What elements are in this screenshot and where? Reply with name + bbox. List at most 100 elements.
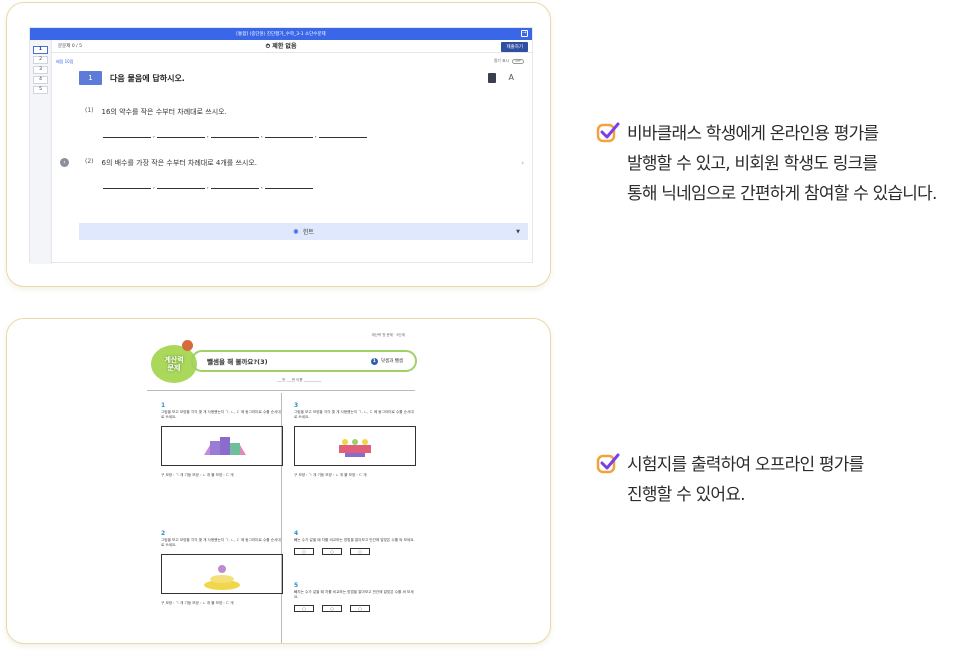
hint-bar[interactable]: ✺ 힌트 ▼ bbox=[79, 223, 528, 240]
figure-box bbox=[161, 426, 283, 466]
worksheet-question-1: 1 그림을 보고 모양을 각각 몇 개 사용했는지 ㄱ, ㄴ, ㄷ 에 동그라미… bbox=[161, 403, 283, 478]
answer-text: 구 모양 : ㄱ 개 기둥 모양 : ㄴ 개 뿔 모양 : ㄷ 개 bbox=[161, 473, 234, 477]
chevron-down-icon: ▼ bbox=[516, 228, 520, 235]
sub-question-1: (1) 16의 약수를 작은 수부터 차례대로 쓰시오. bbox=[85, 107, 227, 117]
answer-blank[interactable] bbox=[318, 132, 367, 138]
question-number: 3 bbox=[294, 402, 299, 409]
worksheet-title: 뺄셈을 해 볼까요?(3) bbox=[207, 358, 268, 366]
checkmark-icon bbox=[596, 453, 620, 474]
worksheet-question-5: 5 빼지는 수가 같을 때 차를 비교하는 방법을 알아보고 빈칸에 알맞은 수… bbox=[294, 583, 416, 612]
lightbulb-icon: ✺ bbox=[293, 227, 299, 236]
question-body: 배점 10점 필기 표시 OFF 1 다음 물음에 답하시오. A (1) 16… bbox=[52, 53, 532, 262]
badge-line-1: 계산력 bbox=[164, 356, 184, 364]
note-toggle[interactable]: OFF bbox=[512, 58, 524, 64]
badge-line-2: 문제 bbox=[167, 364, 181, 372]
answer-blank[interactable] bbox=[264, 183, 313, 189]
answer-box-row: ○ ○ ○ bbox=[294, 548, 416, 555]
worksheet-page: 계산력 첫 문제 · 5단계 계산력 문제 뺄셈을 해 볼까요?(3) 1 덧셈… bbox=[147, 333, 417, 643]
question-title: 다음 물음에 답하시오. bbox=[110, 73, 185, 83]
exit-icon[interactable]: → bbox=[521, 30, 528, 37]
question-nav-item[interactable]: 2 bbox=[33, 56, 48, 64]
question-text: 그림을 보고 모양을 각각 몇 개 사용했는지 ㄱ, ㄴ, ㄷ 에 동그라미로 … bbox=[161, 538, 281, 547]
question-nav-item[interactable]: 4 bbox=[33, 76, 48, 84]
divider bbox=[281, 393, 282, 643]
question-number: 5 bbox=[294, 582, 299, 589]
answer-blank[interactable] bbox=[156, 132, 205, 138]
printed-worksheet-card: 계산력 첫 문제 · 5단계 계산력 문제 뺄셈을 해 볼까요?(3) 1 덧셈… bbox=[6, 318, 551, 644]
worksheet-top-note: 계산력 첫 문제 · 5단계 bbox=[371, 333, 405, 337]
score-tag: 배점 10점 bbox=[56, 59, 74, 64]
feature-line: 시험지를 출력하여 오프라인 평가를 bbox=[627, 455, 864, 475]
online-test-window: [통합] (중단원) 진단평가_수학_3-1 소단수문제 → 문문제 0 / 5… bbox=[29, 27, 533, 264]
hint-label: 힌트 bbox=[302, 229, 314, 236]
answer-box: ○ bbox=[322, 605, 342, 612]
question-text: 그림을 보고 모양을 각각 몇 개 사용했는지 ㄱ, ㄴ, ㄷ 에 동그라미로 … bbox=[161, 410, 281, 419]
worksheet-unit: 1 덧셈과 뺄셈 bbox=[370, 357, 403, 365]
feature-line: 진행할 수 있어요. bbox=[627, 485, 746, 505]
question-count: 문문제 0 / 5 bbox=[58, 44, 82, 49]
answer-blanks-2: , , , bbox=[103, 183, 313, 190]
blocks-figure bbox=[204, 437, 246, 455]
question-number: 4 bbox=[294, 530, 299, 537]
timer-text: 제한 없음 bbox=[272, 43, 297, 50]
toggle-label: 필기 표시 bbox=[493, 58, 509, 63]
question-number: 2 bbox=[161, 530, 166, 537]
answer-box: ○ bbox=[294, 548, 314, 555]
name-line: ___반 ___번 이름 __________ bbox=[277, 378, 322, 382]
answer-blank[interactable] bbox=[103, 183, 151, 189]
answer-box-row: ○ ○ ○ bbox=[294, 605, 416, 612]
answer-box: ○ bbox=[294, 605, 314, 612]
question-heading: 1 다음 물음에 답하시오. bbox=[79, 71, 185, 85]
figure-box bbox=[294, 426, 416, 466]
answer-blank[interactable] bbox=[156, 183, 205, 189]
prev-arrow-icon[interactable]: ‹ bbox=[60, 158, 69, 167]
feature-text: 시험지를 출력하여 오프라인 평가를 진행할 수 있어요. bbox=[627, 450, 967, 510]
answer-text: 구 모양 : ㄱ 개 기둥 모양 : ㄴ 개 뿔 모양 : ㄷ 개 bbox=[161, 601, 234, 605]
pen-icon[interactable] bbox=[488, 73, 496, 83]
question-nav-item[interactable]: 3 bbox=[33, 66, 48, 74]
answer-blanks-1: , , , , bbox=[103, 132, 367, 139]
unit-label: 덧셈과 뺄셈 bbox=[380, 359, 403, 364]
answer-blank[interactable] bbox=[210, 132, 259, 138]
online-test-preview-card: [통합] (중단원) 진단평가_수학_3-1 소단수문제 → 문문제 0 / 5… bbox=[6, 2, 551, 287]
answer-box: ○ bbox=[350, 548, 370, 555]
unit-number: 1 bbox=[370, 357, 378, 365]
figure-box bbox=[161, 554, 283, 594]
sub-question-number: (2) bbox=[85, 158, 94, 165]
sub-question-number: (1) bbox=[85, 107, 94, 114]
answer-blank[interactable] bbox=[264, 132, 313, 138]
worksheet-badge: 계산력 문제 bbox=[151, 340, 197, 383]
feature-line: 통해 닉네임으로 간편하게 참여할 수 있습니다. bbox=[627, 184, 937, 204]
table-figure bbox=[339, 439, 371, 457]
app-title: [통합] (중단원) 진단평가_수학_3-1 소단수문제 bbox=[236, 32, 326, 37]
app-title-bar: [통합] (중단원) 진단평가_수학_3-1 소단수문제 → bbox=[30, 28, 532, 40]
font-size-icon[interactable]: A bbox=[508, 73, 514, 82]
worksheet-title-bar: 뺄셈을 해 볼까요?(3) 1 덧셈과 뺄셈 bbox=[191, 350, 417, 372]
answer-blank[interactable] bbox=[210, 183, 259, 189]
question-text: 빼지는 수가 같을 때 차를 비교하는 방법을 알아보고 빈칸에 알맞은 수를 … bbox=[294, 590, 414, 599]
checkmark-icon bbox=[596, 122, 620, 143]
question-nav-item[interactable]: 1 bbox=[33, 46, 48, 54]
feature-line: 발행할 수 있고, 비회원 학생도 링크를 bbox=[627, 154, 878, 174]
question-text: 빼는 수가 같을 때 차를 비교하는 방법을 알아보고 빈칸에 알맞은 수를 써… bbox=[294, 538, 415, 542]
worksheet-question-3: 3 그림을 보고 모양을 각각 몇 개 사용했는지 ㄱ, ㄴ, ㄷ 에 동그라미… bbox=[294, 403, 416, 478]
worksheet-question-4: 4 빼는 수가 같을 때 차를 비교하는 방법을 알아보고 빈칸에 알맞은 수를… bbox=[294, 531, 416, 555]
submit-button[interactable]: 제출하기 bbox=[501, 42, 528, 52]
question-nav: 1 2 3 4 5 bbox=[30, 40, 52, 264]
question-text: 그림을 보고 모양을 각각 몇 개 사용했는지 ㄱ, ㄴ, ㄷ 에 동그라미로 … bbox=[294, 410, 414, 419]
sub-question-text: 16의 약수를 작은 수부터 차례대로 쓰시오. bbox=[101, 108, 227, 116]
next-arrow-icon[interactable]: › bbox=[521, 159, 524, 167]
timer-label: ⏱ 제한 없음 bbox=[265, 43, 297, 50]
worksheet-question-2: 2 그림을 보고 모양을 각각 몇 개 사용했는지 ㄱ, ㄴ, ㄷ 에 동그라미… bbox=[161, 531, 283, 606]
feature-text: 비바클래스 학생에게 온라인용 평가를 발행할 수 있고, 비회원 학생도 링크… bbox=[627, 119, 967, 209]
answer-blank[interactable] bbox=[103, 132, 151, 138]
sub-question-text: 6의 배수를 가장 작은 수부터 차례대로 4개를 쓰시오. bbox=[101, 159, 258, 167]
app-header: 문문제 0 / 5 ⏱ 제한 없음 제출하기 bbox=[30, 40, 532, 53]
answer-text: 구 모양 : ㄱ 개 기둥 모양 : ㄴ 개 뿔 모양 : ㄷ 개 bbox=[294, 473, 367, 477]
question-nav-item[interactable]: 5 bbox=[33, 86, 48, 94]
note-toggle-wrap: 필기 표시 OFF bbox=[494, 58, 524, 64]
divider bbox=[147, 390, 415, 391]
badge-knob-icon bbox=[182, 340, 193, 351]
question-number: 1 bbox=[79, 71, 102, 85]
